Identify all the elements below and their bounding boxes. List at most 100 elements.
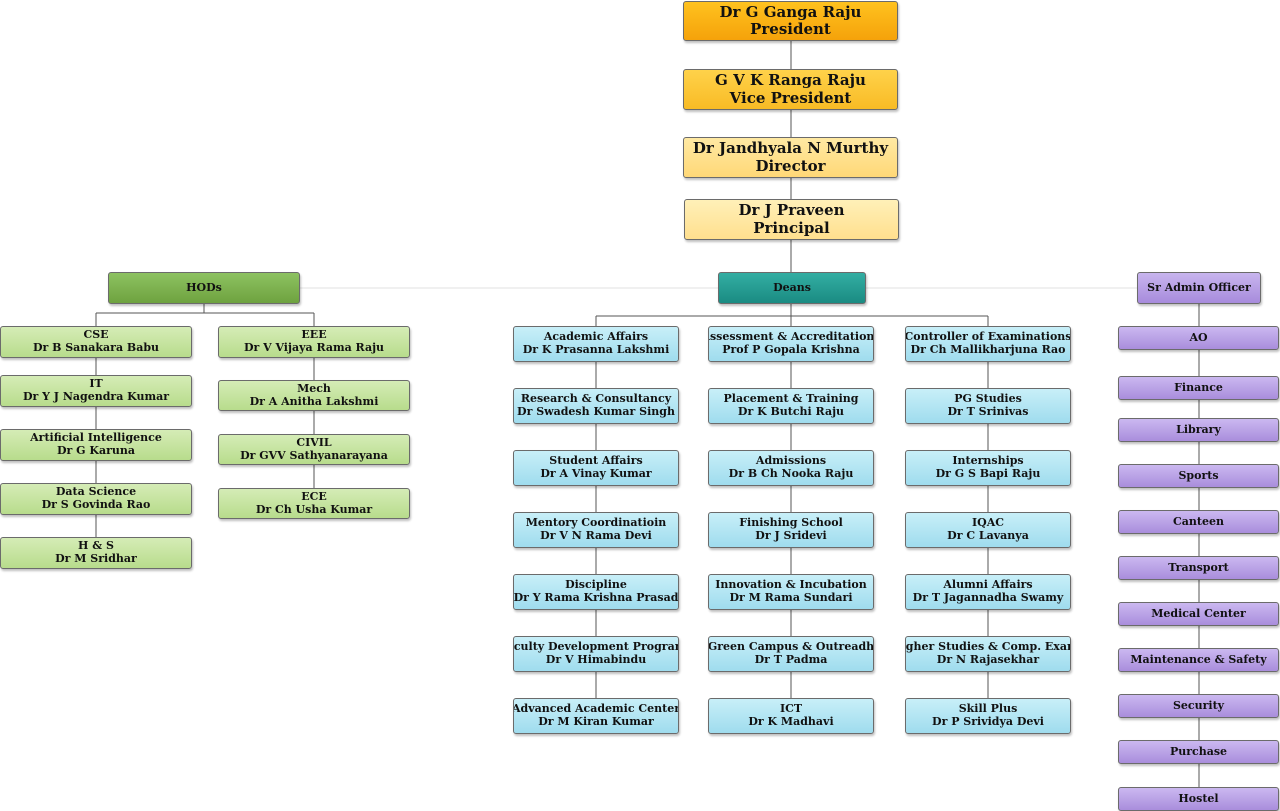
admin-unit-label: Library bbox=[1176, 422, 1221, 436]
dean-name: Dr N Rajasekhar bbox=[936, 653, 1040, 666]
admin-header: Sr Admin Officer bbox=[1137, 272, 1261, 304]
dean-portfolio: Placement & Training bbox=[723, 392, 859, 406]
dean-portfolio: Mentory Coordinatioin bbox=[525, 516, 667, 530]
hod-box: CIVIL Dr GVV Sathyanarayana bbox=[218, 434, 410, 465]
hod-name: Dr G Karuna bbox=[57, 444, 135, 457]
hod-name: Dr A Anitha Lakshmi bbox=[249, 394, 379, 408]
dean-box: Admissions Dr B Ch Nooka Raju bbox=[708, 450, 874, 486]
hod-box: IT Dr Y J Nagendra Kumar bbox=[0, 375, 192, 407]
dean-box: PG Studies Dr T Srinivas bbox=[905, 388, 1071, 424]
hod-dept: CIVIL bbox=[296, 435, 332, 449]
dean-name: Dr Swadesh Kumar Singh bbox=[517, 405, 675, 418]
dean-name: Dr Ch Mallikharjuna Rao bbox=[910, 343, 1066, 356]
dean-name: Dr P Srividya Devi bbox=[932, 715, 1044, 728]
dean-portfolio: Assessment & Accreditations bbox=[708, 330, 874, 344]
admin-unit-label: Sports bbox=[1178, 468, 1219, 482]
dean-name: Dr M Rama Sundari bbox=[729, 591, 853, 604]
dean-portfolio: ICT bbox=[779, 702, 803, 716]
dean-portfolio: Skill Plus bbox=[958, 702, 1018, 716]
hods-header: HODs bbox=[108, 272, 300, 304]
dean-portfolio: Admissions bbox=[755, 454, 827, 468]
dean-name: Dr T Padma bbox=[754, 653, 828, 666]
dean-box: Finishing School Dr J Sridevi bbox=[708, 512, 874, 548]
admin-unit-label: Canteen bbox=[1173, 514, 1224, 528]
hod-box: Data Science Dr S Govinda Rao bbox=[0, 483, 192, 515]
dean-name: Dr V Himabindu bbox=[545, 653, 647, 666]
admin-unit-purchase: Purchase bbox=[1118, 740, 1279, 764]
deans-header: Deans bbox=[718, 272, 866, 304]
hod-box: Mech Dr A Anitha Lakshmi bbox=[218, 380, 410, 411]
principal-name: Dr J Praveen bbox=[738, 201, 845, 220]
hod-name: Dr S Govinda Rao bbox=[41, 498, 151, 511]
dean-portfolio: Student Affairs bbox=[549, 454, 643, 468]
president-box: Dr G Ganga Raju President bbox=[683, 1, 898, 41]
dean-box: Assessment & Accreditations Prof P Gopal… bbox=[708, 326, 874, 362]
hod-name: Dr V Vijaya Rama Raju bbox=[243, 341, 385, 354]
hod-dept: IT bbox=[89, 377, 103, 391]
director-box: Dr Jandhyala N Murthy Director bbox=[683, 137, 898, 178]
admin-unit-label: Finance bbox=[1174, 380, 1223, 394]
hod-box: ECE Dr Ch Usha Kumar bbox=[218, 488, 410, 519]
admin-unit-transport: Transport bbox=[1118, 556, 1279, 580]
admin-unit-maintenance-safety: Maintenance & Safety bbox=[1118, 648, 1279, 672]
hod-dept: Mech bbox=[297, 381, 331, 395]
admin-unit-sports: Sports bbox=[1118, 464, 1279, 488]
deans-label: Deans bbox=[773, 280, 811, 294]
dean-name: Dr G S Bapi Raju bbox=[935, 467, 1041, 480]
dean-name: Dr Y Rama Krishna Prasad bbox=[513, 591, 679, 604]
hod-name: Dr B Sanakara Babu bbox=[32, 341, 160, 354]
dean-box: Higher Studies & Comp. Exams Dr N Rajase… bbox=[905, 636, 1071, 672]
dean-portfolio: Controller of Examinations bbox=[905, 330, 1071, 344]
dean-portfolio: Faculty Development Programs bbox=[513, 640, 678, 654]
dean-portfolio: PG Studies bbox=[954, 392, 1022, 406]
hod-dept: CSE bbox=[83, 328, 109, 342]
dean-box: Innovation & Incubation Dr M Rama Sundar… bbox=[708, 574, 874, 610]
dean-portfolio: Finishing School bbox=[739, 516, 843, 530]
admin-unit-label: Purchase bbox=[1169, 744, 1228, 758]
admin-label: Sr Admin Officer bbox=[1147, 280, 1251, 294]
dean-portfolio: Advanced Academic Center bbox=[513, 702, 679, 716]
dean-box: Skill Plus Dr P Srividya Devi bbox=[905, 698, 1071, 734]
dean-name: Dr A Vinay Kumar bbox=[540, 467, 652, 480]
dean-portfolio: Research & Consultancy bbox=[520, 392, 672, 406]
dean-name: Dr C Lavanya bbox=[947, 529, 1029, 542]
dean-box: Placement & Training Dr K Butchi Raju bbox=[708, 388, 874, 424]
hod-box: EEE Dr V Vijaya Rama Raju bbox=[218, 326, 410, 358]
hods-label: HODs bbox=[186, 280, 222, 294]
dean-box: Student Affairs Dr A Vinay Kumar bbox=[513, 450, 679, 486]
vice-president-name: G V K Ranga Raju bbox=[715, 71, 866, 90]
admin-unit-label: AO bbox=[1189, 330, 1208, 344]
hod-name: Dr Y J Nagendra Kumar bbox=[22, 390, 170, 403]
admin-unit-label: Medical Center bbox=[1151, 606, 1246, 620]
dean-box: Academic Affairs Dr K Prasanna Lakshmi bbox=[513, 326, 679, 362]
dean-portfolio: Alumni Affairs bbox=[943, 578, 1033, 592]
admin-unit-security: Security bbox=[1118, 694, 1279, 718]
principal-box: Dr J Praveen Principal bbox=[684, 199, 899, 240]
dean-name: Dr T Srinivas bbox=[947, 405, 1029, 418]
dean-portfolio: Higher Studies & Comp. Exams bbox=[905, 640, 1070, 654]
dean-portfolio: IQAC bbox=[971, 516, 1005, 530]
admin-unit-hostel: Hostel bbox=[1118, 787, 1279, 811]
dean-name: Dr V N Rama Devi bbox=[540, 529, 652, 542]
hod-dept: Artificial Intelligence bbox=[30, 431, 162, 445]
dean-name: Dr B Ch Nooka Raju bbox=[728, 467, 854, 480]
dean-box: Faculty Development Programs Dr V Himabi… bbox=[513, 636, 679, 672]
admin-unit-label: Security bbox=[1172, 698, 1225, 712]
vice-president-box: G V K Ranga Raju Vice President bbox=[683, 69, 898, 110]
dean-box: Alumni Affairs Dr T Jagannadha Swamy bbox=[905, 574, 1071, 610]
director-name: Dr Jandhyala N Murthy bbox=[692, 139, 889, 158]
dean-box: Internships Dr G S Bapi Raju bbox=[905, 450, 1071, 486]
admin-unit-label: Maintenance & Safety bbox=[1130, 652, 1267, 666]
hod-dept: EEE bbox=[301, 328, 327, 342]
admin-unit-ao: AO bbox=[1118, 326, 1279, 350]
dean-box: IQAC Dr C Lavanya bbox=[905, 512, 1071, 548]
admin-unit-finance: Finance bbox=[1118, 376, 1279, 400]
hod-dept: Data Science bbox=[55, 485, 137, 499]
hod-box: CSE Dr B Sanakara Babu bbox=[0, 326, 192, 358]
hod-dept: ECE bbox=[301, 489, 327, 503]
dean-name: Prof P Gopala Krishna bbox=[722, 343, 860, 356]
dean-box: Discipline Dr Y Rama Krishna Prasad bbox=[513, 574, 679, 610]
dean-box: Advanced Academic Center Dr M Kiran Kuma… bbox=[513, 698, 679, 734]
dean-portfolio: Green Campus & Outreadh bbox=[708, 640, 874, 654]
hod-name: Dr Ch Usha Kumar bbox=[255, 502, 373, 516]
